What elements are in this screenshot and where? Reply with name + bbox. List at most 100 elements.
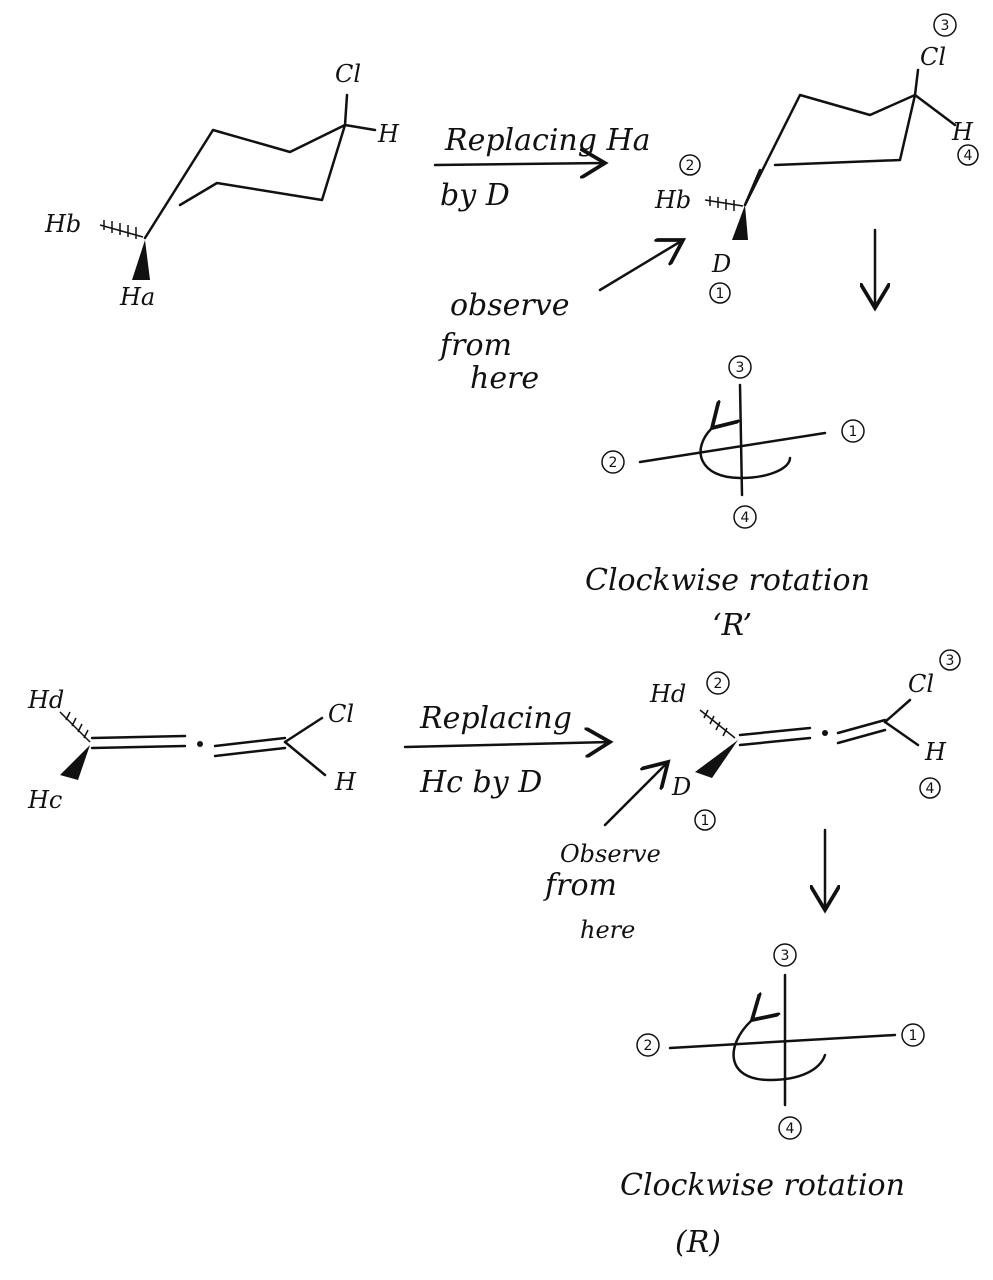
bond-stroke bbox=[59, 711, 91, 743]
ha-label: Ha bbox=[119, 283, 155, 311]
hd-label: Hd bbox=[649, 680, 686, 708]
priority-d: 1 bbox=[716, 286, 725, 302]
bond-stroke bbox=[743, 93, 917, 207]
priority-circle bbox=[773, 943, 797, 967]
h-label: H bbox=[334, 768, 357, 796]
priority-circle bbox=[728, 355, 752, 379]
result-text-1: Clockwise rotation bbox=[585, 563, 870, 598]
priority-circle bbox=[778, 1116, 802, 1140]
bond-stroke bbox=[343, 93, 349, 127]
reactant-1-chair: Cl H Hb Ha bbox=[44, 60, 400, 311]
priority-circle bbox=[694, 809, 716, 831]
h-label: H bbox=[924, 738, 947, 766]
priority-hb: 2 bbox=[686, 158, 695, 174]
wedge-bond bbox=[732, 205, 748, 240]
bond-stroke bbox=[668, 1033, 897, 1050]
h-label: H bbox=[951, 118, 974, 146]
bond-stroke bbox=[743, 168, 762, 207]
priority-h: 4 bbox=[926, 781, 935, 797]
proj-top: 3 bbox=[736, 360, 745, 376]
bond-stroke bbox=[836, 718, 887, 735]
priority-circle bbox=[679, 154, 701, 176]
bond-stroke bbox=[343, 123, 377, 132]
priority-circle bbox=[706, 671, 730, 695]
bond-stroke bbox=[283, 740, 327, 777]
bond-stroke bbox=[836, 728, 887, 745]
bond-stroke bbox=[699, 709, 736, 739]
priority-circle bbox=[197, 741, 203, 747]
priority-cl: 3 bbox=[941, 18, 950, 34]
bond-stroke bbox=[738, 383, 744, 497]
bond-stroke bbox=[695, 740, 738, 778]
cl-label: Cl bbox=[335, 60, 361, 88]
hc-label: Hc bbox=[27, 786, 62, 814]
observe-text-3: here bbox=[580, 916, 635, 944]
priority-circle bbox=[636, 1033, 660, 1057]
config-2: (R) bbox=[675, 1225, 721, 1260]
projection-2: 3 1 2 4 bbox=[636, 943, 925, 1140]
priority-h: 4 bbox=[964, 148, 973, 164]
bond-stroke bbox=[738, 726, 812, 737]
bond-stroke bbox=[213, 746, 287, 758]
observe-text-2: from bbox=[543, 868, 617, 903]
priority-hd: 2 bbox=[714, 676, 723, 692]
bond-stroke bbox=[143, 123, 347, 240]
observe-arrow-2 bbox=[603, 762, 668, 827]
result-text-2: Clockwise rotation bbox=[620, 1168, 905, 1203]
proj-bottom: 4 bbox=[741, 510, 750, 526]
arrow-1-bottom-text: by D bbox=[440, 178, 510, 213]
bond-stroke bbox=[90, 734, 187, 740]
bond-stroke bbox=[913, 68, 920, 97]
priority-cl: 3 bbox=[946, 653, 955, 669]
priority-d: 1 bbox=[701, 813, 710, 829]
observe-text-1: Observe bbox=[560, 840, 661, 868]
arrow-2-bottom-text: Hc by D bbox=[419, 765, 542, 800]
bond-stroke bbox=[883, 720, 920, 747]
bond-stroke bbox=[90, 744, 187, 750]
proj-left: 2 bbox=[609, 455, 618, 471]
config-1: ‘R’ bbox=[712, 608, 752, 643]
hash-bond bbox=[99, 220, 144, 239]
proj-right: 1 bbox=[849, 424, 858, 440]
hd-label: Hd bbox=[27, 686, 64, 714]
priority-circle bbox=[733, 505, 757, 529]
hash-bond bbox=[704, 196, 744, 211]
d-label: D bbox=[711, 250, 731, 278]
observe-arrow-1 bbox=[598, 240, 683, 292]
bond-stroke bbox=[732, 1020, 827, 1082]
bond-stroke bbox=[638, 431, 827, 464]
arrow-1-top-text: Replacing Ha bbox=[444, 123, 651, 158]
hb-label: Hb bbox=[654, 186, 691, 214]
proj-left: 2 bbox=[644, 1038, 653, 1054]
observe-text-1: observe bbox=[450, 288, 569, 323]
bond-stroke bbox=[283, 716, 324, 744]
priority-circle bbox=[601, 450, 625, 474]
arrow-2-top-text: Replacing bbox=[419, 701, 572, 736]
cl-label: Cl bbox=[328, 700, 354, 728]
proj-right: 1 bbox=[909, 1028, 918, 1044]
wedge-bond bbox=[132, 240, 150, 280]
bond-stroke bbox=[738, 736, 812, 747]
bond-stroke bbox=[60, 745, 90, 780]
product-2-allene: Hd 2 Cl 3 H 4 D 1 bbox=[649, 649, 961, 831]
product-1-chair: Cl 3 H 4 Hb 2 D 1 bbox=[654, 13, 979, 304]
h-label: H bbox=[377, 120, 400, 148]
cl-label: Cl bbox=[920, 43, 946, 71]
proj-bottom: 4 bbox=[786, 1121, 795, 1137]
observe-text-2: from bbox=[438, 328, 512, 363]
bond-stroke bbox=[883, 698, 912, 724]
reactant-2-allene: Hd Hc Cl H bbox=[27, 686, 357, 814]
cl-label: Cl bbox=[908, 670, 934, 698]
observe-text-3: here bbox=[470, 361, 539, 396]
priority-circle bbox=[957, 144, 979, 166]
reaction-arrow-2 bbox=[403, 742, 610, 747]
priority-circle bbox=[919, 777, 941, 799]
priority-circle bbox=[933, 13, 957, 37]
d-label: D bbox=[671, 773, 691, 801]
priority-circle bbox=[841, 419, 865, 443]
priority-circle bbox=[939, 649, 961, 671]
priority-circle bbox=[822, 730, 828, 736]
bond-stroke bbox=[913, 93, 957, 127]
priority-circle bbox=[709, 282, 731, 304]
